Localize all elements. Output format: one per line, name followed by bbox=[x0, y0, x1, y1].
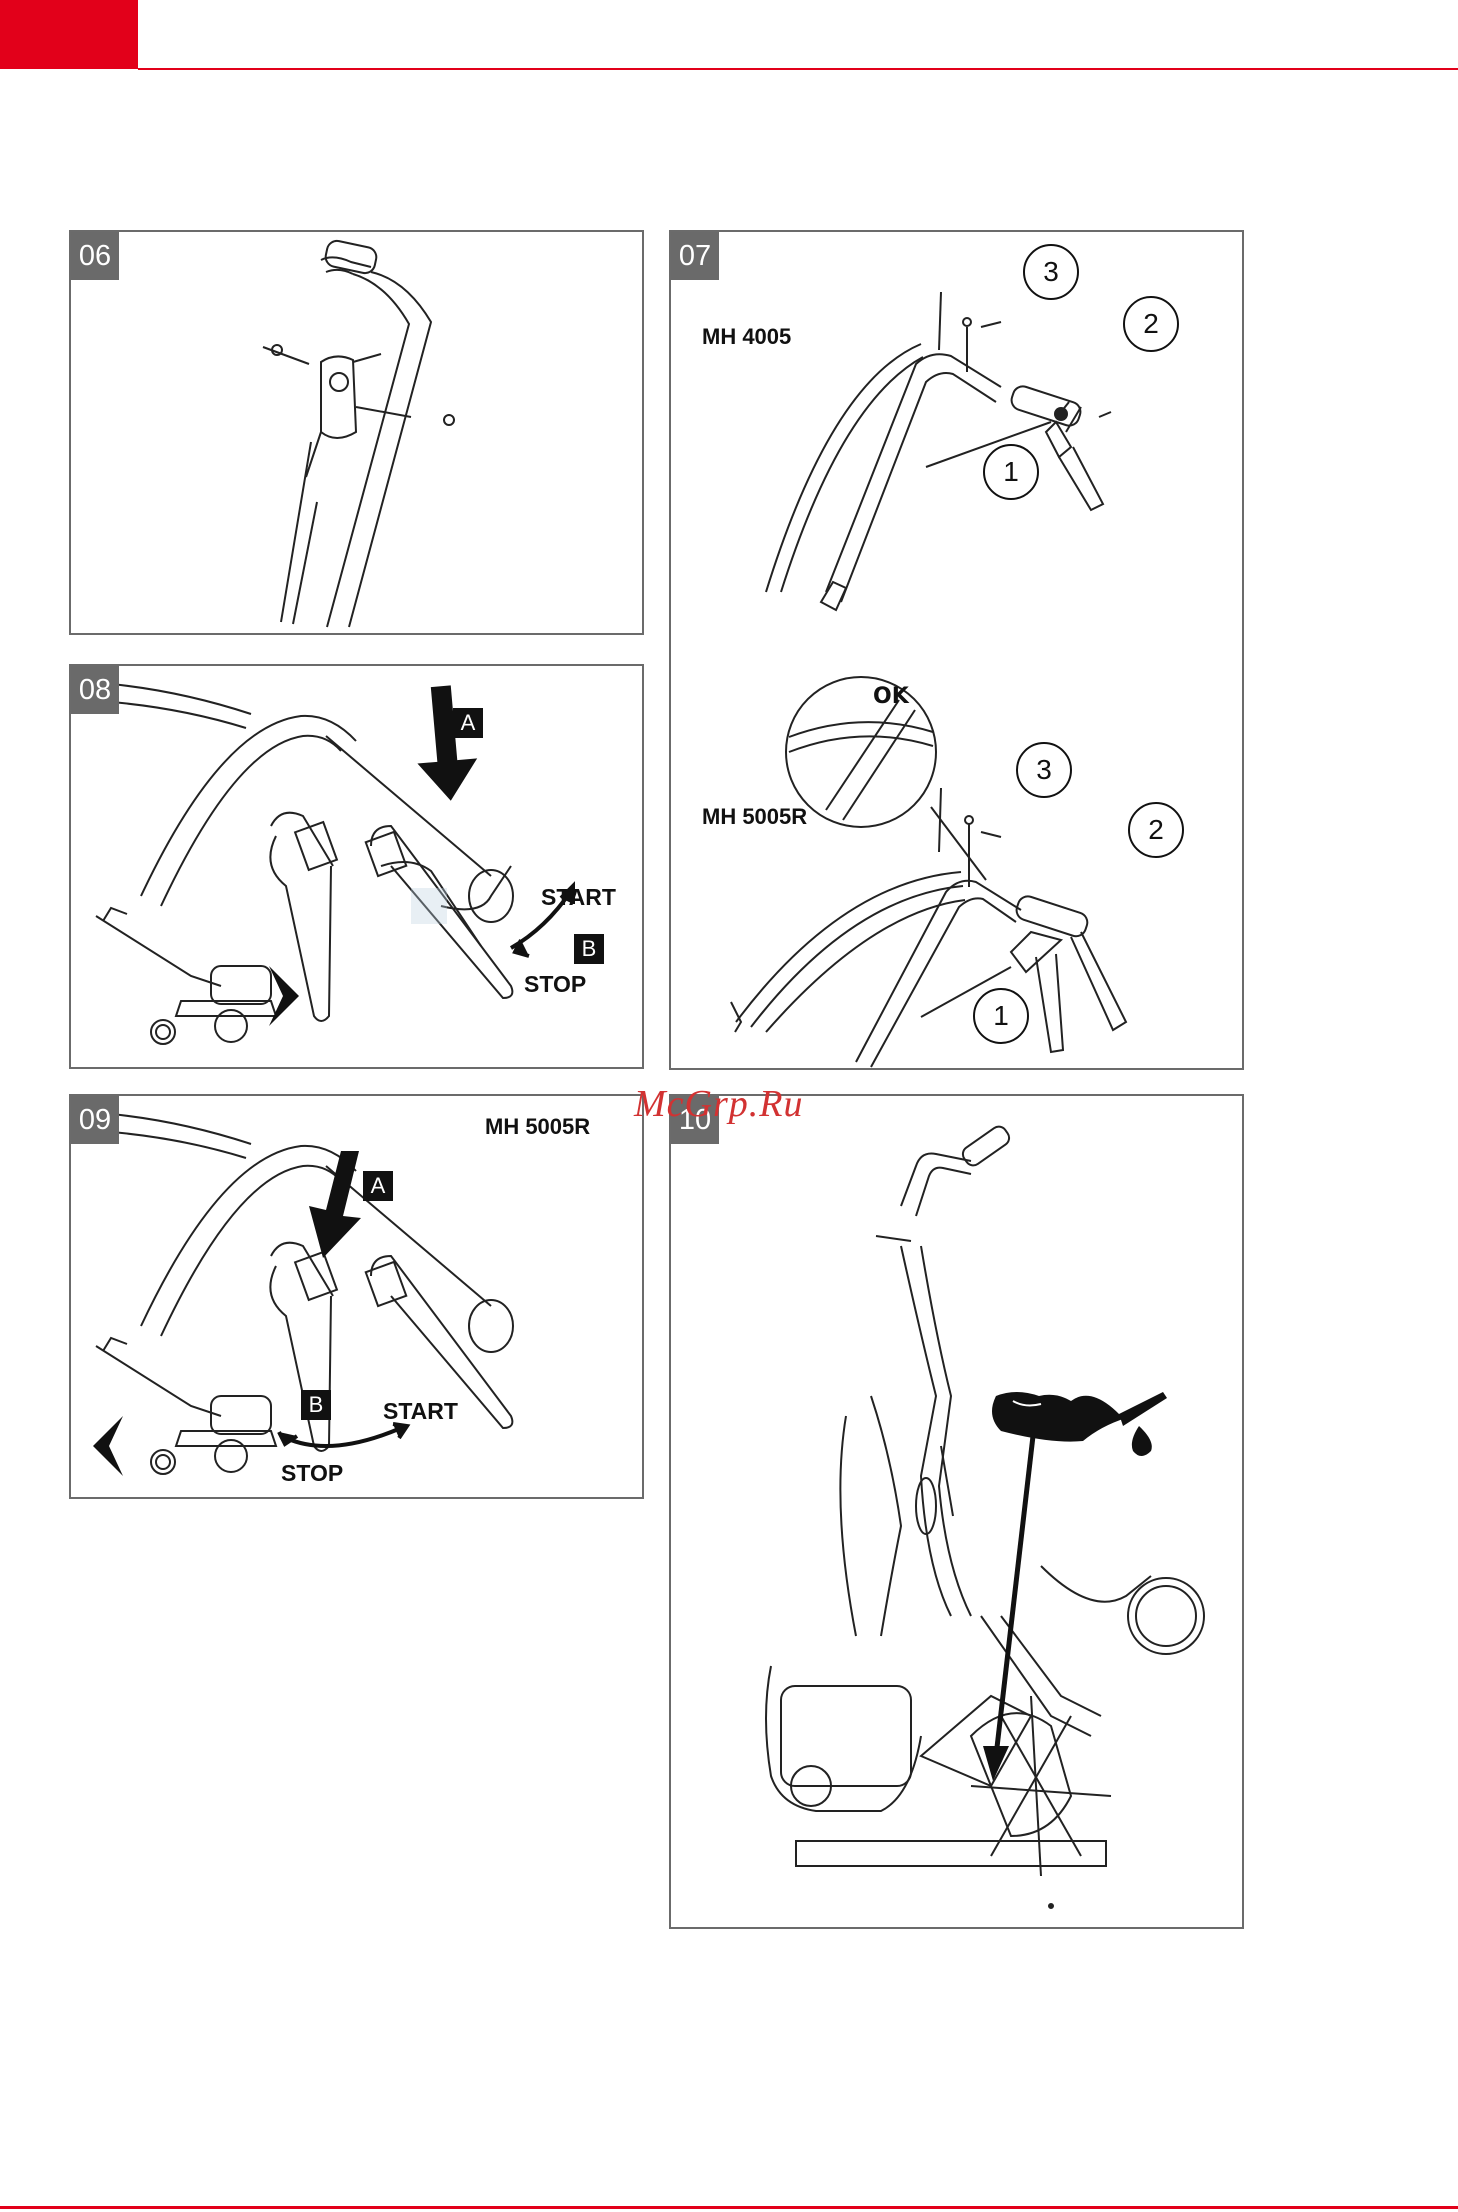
arrow-down-icon bbox=[411, 684, 481, 804]
header-rule bbox=[138, 68, 1458, 70]
figure-09: 09 MH 5005R A bbox=[69, 1094, 644, 1499]
callout-1-bottom: 1 bbox=[973, 988, 1029, 1044]
model-label-mh5005r: MH 5005R bbox=[485, 1114, 590, 1140]
handle-lever-assembly-drawing bbox=[71, 232, 644, 635]
callout-2-bottom: 2 bbox=[1128, 802, 1184, 858]
throttle-cable-drawing bbox=[671, 232, 1244, 1070]
chevron-left-icon bbox=[93, 1416, 123, 1476]
start-label: START bbox=[541, 884, 616, 911]
label-b: B bbox=[574, 934, 604, 964]
callout-2-top: 2 bbox=[1123, 296, 1179, 352]
chevron-right-icon bbox=[269, 966, 299, 1026]
figure-08: 08 bbox=[69, 664, 644, 1069]
footer-rule bbox=[0, 2206, 1458, 2209]
figure-10: 10 bbox=[669, 1094, 1244, 1929]
label-b: B bbox=[301, 1390, 331, 1420]
model-label-mh4005: MH 4005 bbox=[702, 324, 791, 350]
header-accent-block bbox=[0, 0, 138, 69]
stop-label: STOP bbox=[524, 971, 586, 998]
callout-3-top: 3 bbox=[1023, 244, 1079, 300]
ok-label: OK bbox=[873, 684, 909, 709]
lever-start-drawing bbox=[71, 666, 644, 1069]
figure-06: 06 bbox=[69, 230, 644, 635]
figure-number: 08 bbox=[71, 666, 119, 714]
tiller-lubrication-drawing bbox=[671, 1096, 1244, 1929]
model-label-mh5005r: MH 5005R bbox=[702, 804, 807, 830]
figure-number: 09 bbox=[71, 1096, 119, 1144]
figure-number: 07 bbox=[671, 232, 719, 280]
callout-1-top: 1 bbox=[983, 444, 1039, 500]
lever-stop-drawing bbox=[71, 1096, 644, 1499]
label-a: A bbox=[453, 708, 483, 738]
figure-07: 07 MH 4005 MH 5005R bbox=[669, 230, 1244, 1070]
oil-drop-icon bbox=[1132, 1426, 1152, 1456]
stop-label: STOP bbox=[281, 1460, 343, 1487]
callout-3-bottom: 3 bbox=[1016, 742, 1072, 798]
start-label: START bbox=[383, 1398, 458, 1425]
figure-number: 06 bbox=[71, 232, 119, 280]
label-a: A bbox=[363, 1171, 393, 1201]
watermark: McGrp.Ru bbox=[634, 1082, 803, 1126]
